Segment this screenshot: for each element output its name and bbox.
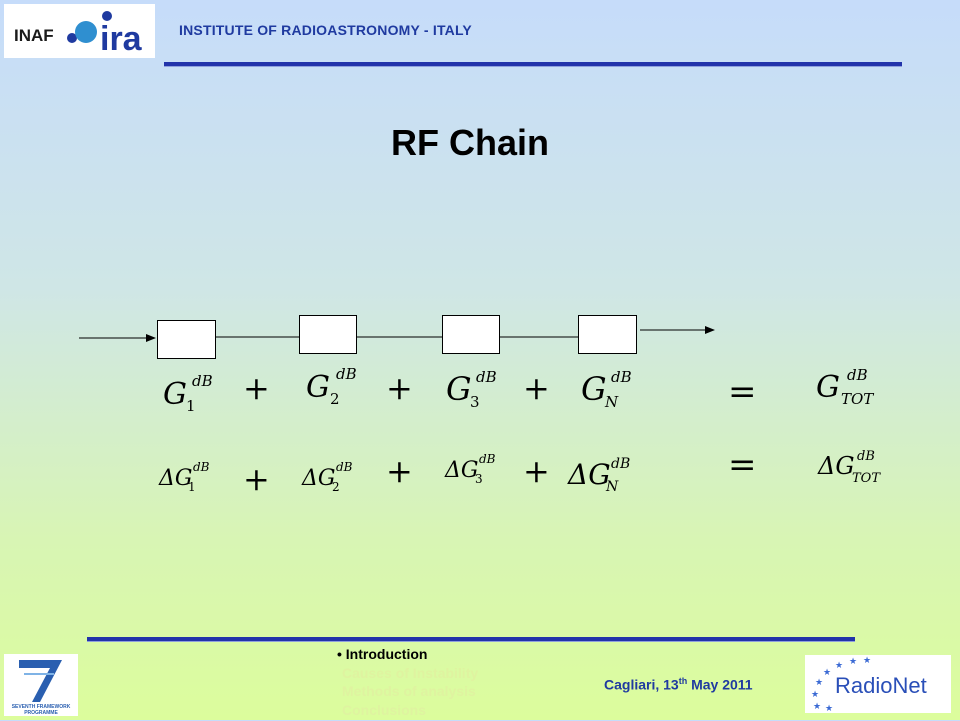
gain-term-1: G dB 1 (163, 372, 213, 415)
delta-gain-term-n: ΔG dB N (567, 456, 630, 495)
plus-sign: + (243, 460, 270, 498)
nav-item-methods[interactable]: Methods of analysis (342, 683, 476, 699)
stars-icon: ★ ★ ★ ★ ★ ★ ★ ★ (811, 655, 871, 713)
gain-total-sub: TOT (841, 390, 874, 408)
gain-term-n: G dB N (581, 368, 632, 411)
stage-1-box (157, 320, 216, 359)
gain-term-n-base: G (581, 370, 607, 408)
logo-dot-small (67, 33, 77, 43)
svg-text:★: ★ (835, 660, 843, 670)
gain-term-3-sup: dB (476, 368, 497, 386)
gain-total: G dB TOT (816, 366, 874, 408)
delta-gain-total-base: ΔG (817, 452, 855, 480)
inaf-ira-logo-graphic: INAF ira (14, 11, 143, 58)
equals-sign: = (728, 445, 757, 485)
delta-gain-total: ΔG dB TOT (817, 449, 881, 486)
fp7-text-line-1: SEVENTH FRAMEWORK (12, 704, 71, 710)
stage-n-box (578, 315, 637, 354)
gain-term-3-base: G (446, 370, 472, 408)
nav-item-introduction[interactable]: • Introduction (337, 646, 428, 662)
delta-gain-term-n-base: ΔG (567, 458, 611, 491)
delta-gain-term-3: ΔG dB 3 (444, 452, 496, 486)
fp7-text-line-2: PROGRAMME (24, 710, 58, 716)
seven-icon (19, 660, 62, 702)
institute-name: INSTITUTE OF RADIOASTRONOMY - ITALY (179, 22, 472, 38)
delta-gain-total-sub: TOT (852, 471, 881, 486)
delta-gain-term-3-sub: 3 (475, 472, 483, 486)
delta-gain-term-3-base: ΔG (444, 458, 478, 483)
inaf-ira-logo: INAF ira (4, 4, 155, 58)
gain-term-2-sup: dB (336, 365, 357, 383)
delta-gain-term-1: ΔG dB 1 (158, 460, 210, 494)
radionet-logo: ★ ★ ★ ★ ★ ★ ★ ★ RadioNet (805, 655, 951, 713)
svg-text:★: ★ (815, 677, 823, 687)
delta-gain-term-1-sub: 1 (188, 480, 196, 494)
plus-sign: + (243, 369, 270, 407)
gain-term-2-sub: 2 (330, 390, 340, 408)
gain-term-1-sup: dB (192, 372, 213, 390)
svg-text:★: ★ (863, 655, 871, 665)
delta-gain-term-2-sup: dB (336, 460, 353, 474)
gain-term-3: G dB 3 (446, 368, 497, 411)
fp7-logo-graphic: SEVENTH FRAMEWORK PROGRAMME (12, 660, 71, 716)
delta-gain-term-n-sub: N (605, 479, 619, 495)
delta-gain-term-n-sup: dB (611, 456, 630, 472)
radionet-logo-text: RadioNet (835, 673, 927, 698)
svg-text:★: ★ (849, 656, 857, 666)
date-ordinal: th (678, 676, 688, 686)
stage-2-box (299, 315, 357, 354)
gain-term-3-sub: 3 (470, 393, 480, 411)
footer-divider (87, 637, 855, 642)
gain-term-n-sup: dB (611, 368, 632, 386)
svg-text:★: ★ (825, 703, 833, 713)
equals-sign: = (728, 372, 757, 412)
header-divider (164, 62, 902, 67)
delta-gain-total-sup: dB (857, 449, 875, 464)
slide-title: RF Chain (391, 122, 549, 163)
nav-item-causes[interactable]: Causes of Instability (342, 664, 479, 681)
delta-gain-term-3-sup: dB (479, 452, 496, 466)
stage-3-box (442, 315, 500, 354)
gain-term-1-base: G (163, 377, 187, 412)
svg-text:★: ★ (813, 701, 821, 711)
plus-sign: + (523, 452, 550, 490)
delta-gain-term-1-sup: dB (193, 460, 210, 474)
plus-sign: + (523, 369, 550, 407)
section-navigation: • Introduction Causes of Instability Met… (337, 645, 478, 719)
plus-sign: + (386, 369, 413, 407)
svg-text:★: ★ (811, 689, 819, 699)
date-prefix: Cagliari, 13 (604, 676, 679, 693)
delta-gain-term-2: ΔG dB 2 (301, 460, 353, 494)
gain-term-2: G dB 2 (306, 365, 357, 408)
date-suffix: May 2011 (687, 676, 753, 693)
ira-logo-text: ira (100, 20, 143, 58)
logo-dot-large (75, 21, 97, 43)
delta-gain-term-2-sub: 2 (332, 480, 340, 494)
gain-term-2-base: G (306, 370, 330, 405)
plus-sign: + (386, 452, 413, 490)
gain-total-sup: dB (847, 366, 868, 384)
gain-term-1-sub: 1 (186, 397, 196, 415)
logo-i-dot (102, 11, 112, 21)
inaf-logo-text: INAF (14, 26, 54, 45)
gain-total-base: G (816, 370, 840, 405)
gain-term-n-sub: N (604, 393, 619, 411)
svg-text:★: ★ (823, 667, 831, 677)
nav-item-conclusions[interactable]: Conclusions (342, 701, 427, 718)
delta-gain-term-2-base: ΔG (301, 466, 335, 491)
delta-gain-term-1-base: ΔG (158, 466, 192, 491)
nav-item-label: Introduction (345, 646, 428, 662)
radionet-logo-graphic: ★ ★ ★ ★ ★ ★ ★ ★ RadioNet (811, 655, 927, 713)
fp7-logo: SEVENTH FRAMEWORK PROGRAMME (4, 654, 78, 716)
presentation-date: Cagliari, 13th May 2011 (604, 676, 753, 693)
